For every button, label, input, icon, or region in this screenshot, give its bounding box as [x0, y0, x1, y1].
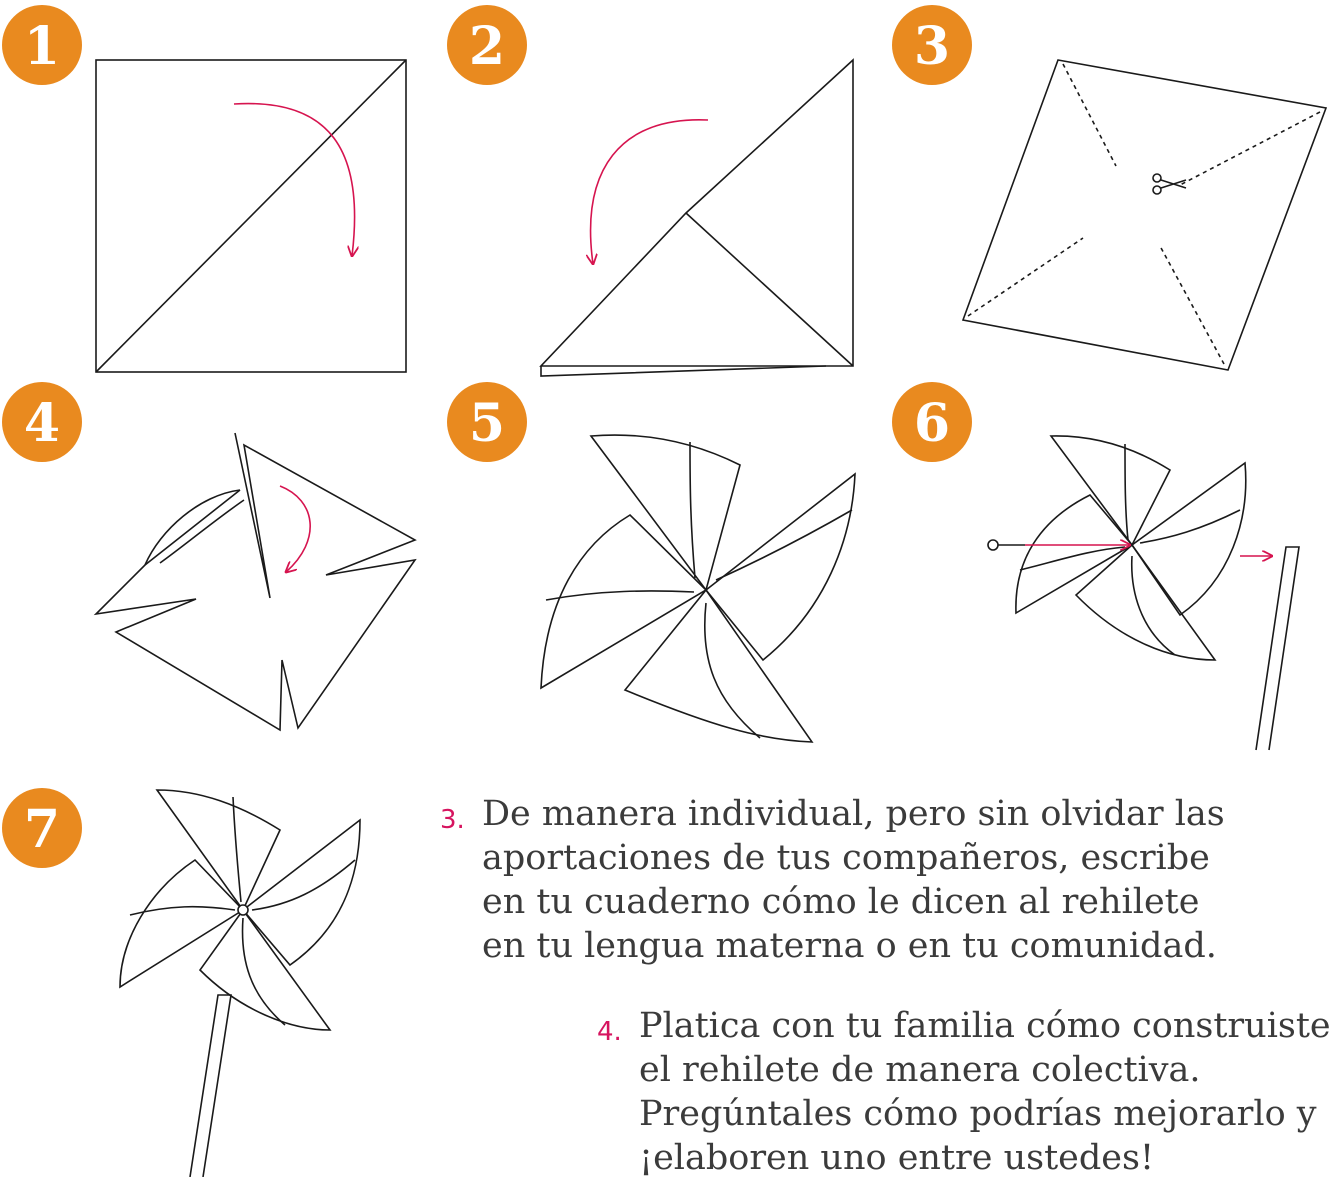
step-badge-2: 2 [447, 5, 527, 85]
step-badge-6: 6 [892, 382, 972, 462]
step-badge-7: 7 [2, 788, 82, 868]
step-badge-4: 4 [2, 382, 82, 462]
fold-arrow-icon [279, 485, 311, 572]
step-number-1: 1 [24, 16, 60, 77]
step-7-diagram [119, 789, 361, 1177]
step-number-4: 4 [24, 393, 60, 454]
scissors-icon [1152, 173, 1187, 195]
step-4-diagram [93, 432, 417, 732]
stick [1255, 546, 1300, 751]
step-2-diagram [539, 58, 854, 377]
instruction-3-text: De manera individual, pero sin olvidar l… [482, 794, 1225, 966]
step-5-diagram [540, 434, 856, 743]
fold-arrow-icon [233, 102, 355, 256]
step-6-diagram [987, 435, 1300, 751]
fold-arrow-icon [591, 119, 709, 264]
step-number-5: 5 [469, 393, 505, 454]
pin-icon [987, 539, 1025, 551]
instruction-4-number: 4. [597, 1017, 622, 1047]
step-badge-1: 1 [2, 5, 82, 85]
step-number-6: 6 [914, 393, 950, 454]
instruction-3-number: 3. [440, 805, 465, 835]
step-badge-5: 5 [447, 382, 527, 462]
step-number-7: 7 [24, 799, 60, 860]
instruction-4: 4. Platica con tu familia cómo construis… [597, 1004, 1337, 1180]
instruction-3: 3. De manera individual, pero sin olvida… [440, 792, 1320, 968]
stick [189, 994, 232, 1177]
step-number-3: 3 [914, 16, 950, 77]
instruction-4-text: Platica con tu familia cómo construiste … [639, 1006, 1331, 1178]
step-3-diagram [961, 59, 1328, 371]
step-number-2: 2 [469, 16, 505, 77]
step-1-diagram [95, 59, 407, 373]
step-badge-3: 3 [892, 5, 972, 85]
